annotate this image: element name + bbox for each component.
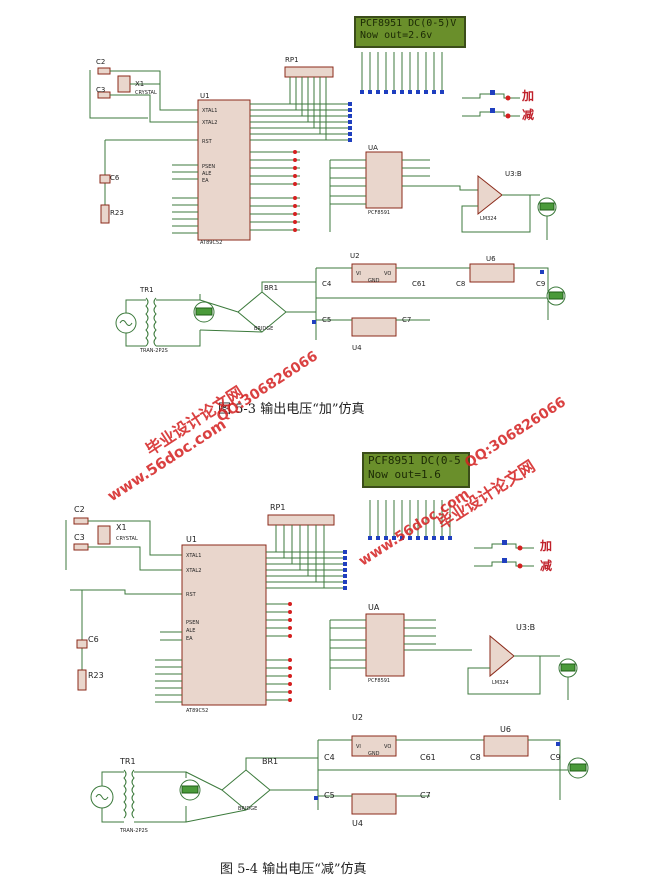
- label-gnd-2: GND: [368, 751, 380, 757]
- lcd-line-1-2: PCF8951 DC(0-5: [368, 454, 461, 467]
- label-tr1: TR1: [139, 286, 154, 294]
- label-tran-2: TRAN-2P2S: [119, 828, 148, 834]
- label-rp1-2: RP1: [270, 503, 285, 512]
- lcd-display-2: PCF8951 DC(0-5 Now out=1.6: [362, 452, 470, 488]
- label-ale: ALE: [202, 171, 211, 177]
- label-psen-2: PSEN: [186, 620, 199, 626]
- label-tr1-2: TR1: [119, 757, 136, 766]
- label-crystal-2: CRYSTAL: [116, 536, 138, 542]
- label-u1-2: U1: [186, 535, 197, 544]
- label-tran: TRAN-2P2S: [139, 348, 168, 354]
- label-br1-2: BR1: [262, 757, 278, 766]
- label-c9-2: C9: [550, 753, 561, 762]
- label-ea-2: EA: [186, 636, 193, 642]
- label-xtal2-2: XTAL2: [186, 568, 201, 574]
- label-ea: EA: [202, 178, 209, 184]
- label-c7-2: C7: [420, 791, 431, 800]
- lcd-line-2-2: Now out=1.6: [368, 468, 441, 481]
- label-c9: C9: [536, 280, 545, 288]
- label-c61: C61: [412, 280, 426, 288]
- label-r23-2: R23: [88, 671, 104, 680]
- label-u6: U6: [486, 255, 496, 263]
- label-rst-2: RST: [186, 592, 197, 598]
- label-u4-2: U4: [352, 819, 363, 828]
- label-mcu: AT89C52: [200, 240, 222, 246]
- label-bridge-2: BRIDGE: [238, 806, 257, 812]
- label-u3b-2: U3:B: [516, 623, 535, 632]
- label-c6-2: C6: [88, 635, 99, 644]
- label-c6: C6: [110, 174, 120, 182]
- label-vo-2: VO: [384, 744, 391, 750]
- label-vi: VI: [356, 271, 361, 277]
- label-crystal: CRYSTAL: [135, 90, 157, 96]
- label-u2-2: U2: [352, 713, 363, 722]
- label-bridge: BRIDGE: [254, 326, 273, 332]
- label-rst: RST: [202, 139, 213, 145]
- button-label-add: 加: [521, 88, 534, 103]
- label-u4: U4: [352, 344, 362, 352]
- label-dac: PCF8591: [368, 210, 390, 216]
- figure-caption-2: 图 5-4 输出电压“减”仿真: [220, 862, 367, 877]
- label-c5: C5: [322, 316, 331, 324]
- label-c4-2: C4: [324, 753, 335, 762]
- label-u2: U2: [350, 252, 360, 260]
- label-c2: C2: [96, 58, 105, 66]
- label-c8: C8: [456, 280, 465, 288]
- label-gnd: GND: [368, 278, 380, 284]
- label-mcu-2: AT89C52: [186, 708, 208, 714]
- label-opamp-2: LM324: [492, 680, 509, 686]
- label-vi-2: VI: [356, 744, 361, 750]
- label-xtal2: XTAL2: [202, 120, 217, 126]
- lcd-display-1: PCF8951 DC(0-5)V Now out=2.6v: [354, 16, 466, 48]
- button-label-add-2: 加: [539, 538, 552, 553]
- label-xtal1: XTAL1: [202, 108, 217, 114]
- label-c5-2: C5: [324, 791, 335, 800]
- label-c7: C7: [402, 316, 411, 324]
- label-u1: U1: [200, 92, 210, 100]
- label-vo: VO: [384, 271, 391, 277]
- label-c8-2: C8: [470, 753, 481, 762]
- label-x1-2: X1: [116, 523, 127, 532]
- label-r23: R23: [110, 209, 124, 217]
- button-label-sub-2: 减: [540, 558, 552, 573]
- label-opamp: LM324: [480, 216, 497, 222]
- label-xtal1-2: XTAL1: [186, 553, 201, 559]
- label-u3b: U3:B: [505, 170, 522, 178]
- label-c4: C4: [322, 280, 332, 288]
- label-c3-2: C3: [74, 533, 85, 542]
- label-psen: PSEN: [202, 164, 215, 170]
- lcd-line-1: PCF8951 DC(0-5)V: [360, 18, 457, 29]
- figure-caption-1: 图 5-3 输出电压“加”仿真: [218, 402, 365, 417]
- label-ua: UA: [368, 144, 378, 152]
- label-c61-2: C61: [420, 753, 436, 762]
- label-dac-2: PCF8591: [368, 678, 390, 684]
- label-ale-2: ALE: [186, 628, 195, 634]
- button-label-sub: 减: [522, 107, 534, 122]
- label-c2-2: C2: [74, 505, 85, 514]
- label-u6-2: U6: [500, 725, 511, 734]
- label-br1: BR1: [264, 284, 278, 292]
- label-x1: X1: [135, 80, 144, 88]
- lcd-line-2: Now out=2.6v: [360, 30, 433, 41]
- label-rp1: RP1: [285, 56, 299, 64]
- label-ua-2: UA: [368, 603, 380, 612]
- label-c3: C3: [96, 86, 105, 94]
